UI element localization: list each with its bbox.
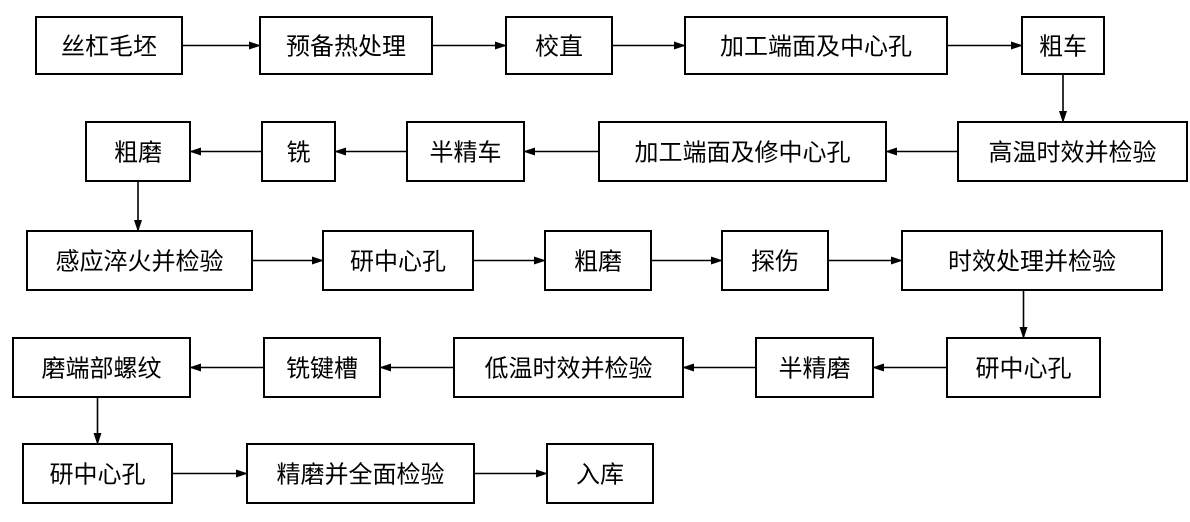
process-step-label: 预备热处理 [286, 33, 406, 61]
process-step-border [259, 16, 433, 75]
process-step-box: 粗磨 [85, 121, 191, 182]
process-step-border [598, 121, 887, 182]
process-step-border [12, 337, 191, 398]
process-step-box: 感应淬火并检验 [26, 230, 253, 291]
process-step-border [406, 121, 525, 182]
process-step-border [263, 337, 381, 398]
process-step-box: 高温时效并检验 [957, 121, 1188, 182]
process-step-box: 粗磨 [544, 230, 652, 291]
process-step-box: 研中心孔 [946, 337, 1101, 398]
process-step-border [957, 121, 1188, 182]
process-step-label: 铣键槽 [286, 355, 358, 383]
process-step-border [544, 230, 652, 291]
process-step-border [246, 443, 475, 504]
process-step-border [546, 443, 654, 504]
process-step-box: 铣 [261, 121, 336, 182]
process-step-border [901, 230, 1163, 291]
process-step-label: 加工端面及修中心孔 [635, 139, 851, 167]
process-step-label: 铣 [287, 139, 311, 167]
process-step-box: 精磨并全面检验 [246, 443, 475, 504]
process-step-box: 预备热处理 [259, 16, 433, 75]
process-step-border [22, 443, 173, 504]
process-step-label: 磨端部螺纹 [42, 355, 162, 383]
process-step-label: 研中心孔 [976, 355, 1072, 383]
process-step-label: 粗磨 [574, 248, 622, 276]
process-step-label: 感应淬火并检验 [56, 248, 224, 276]
process-step-box: 粗车 [1021, 16, 1105, 75]
process-step-label: 高温时效并检验 [989, 139, 1157, 167]
process-step-border [505, 16, 613, 75]
process-step-border [721, 230, 829, 291]
process-step-border [755, 337, 874, 398]
process-step-label: 研中心孔 [50, 461, 146, 489]
process-step-box: 铣键槽 [263, 337, 381, 398]
process-step-label: 低温时效并检验 [485, 355, 653, 383]
process-step-box: 研中心孔 [22, 443, 173, 504]
process-step-border [684, 16, 948, 75]
process-step-border [35, 16, 183, 75]
process-step-box: 磨端部螺纹 [12, 337, 191, 398]
process-step-border [85, 121, 191, 182]
process-step-label: 入库 [576, 461, 624, 489]
process-step-border [261, 121, 336, 182]
process-step-border [322, 230, 474, 291]
process-step-label: 半精车 [430, 139, 502, 167]
process-step-label: 时效处理并检验 [948, 248, 1116, 276]
process-step-box: 半精车 [406, 121, 525, 182]
process-step-label: 半精磨 [779, 355, 851, 383]
process-step-label: 加工端面及中心孔 [720, 33, 912, 61]
process-step-box: 半精磨 [755, 337, 874, 398]
process-step-border [946, 337, 1101, 398]
process-step-box: 丝杠毛坯 [35, 16, 183, 75]
process-step-border [453, 337, 684, 398]
process-step-box: 入库 [546, 443, 654, 504]
process-step-label: 精磨并全面检验 [277, 461, 445, 489]
process-step-box: 加工端面及中心孔 [684, 16, 948, 75]
process-step-label: 粗磨 [114, 139, 162, 167]
process-step-border [26, 230, 253, 291]
process-step-box: 加工端面及修中心孔 [598, 121, 887, 182]
process-step-box: 探伤 [721, 230, 829, 291]
process-step-border [1021, 16, 1105, 75]
process-step-box: 低温时效并检验 [453, 337, 684, 398]
process-step-box: 研中心孔 [322, 230, 474, 291]
process-step-label: 研中心孔 [350, 248, 446, 276]
process-step-label: 粗车 [1039, 33, 1087, 61]
process-step-label: 丝杠毛坯 [61, 33, 157, 61]
process-step-box: 时效处理并检验 [901, 230, 1163, 291]
process-step-box: 校直 [505, 16, 613, 75]
process-step-label: 校直 [535, 33, 583, 61]
process-step-label: 探伤 [751, 248, 799, 276]
